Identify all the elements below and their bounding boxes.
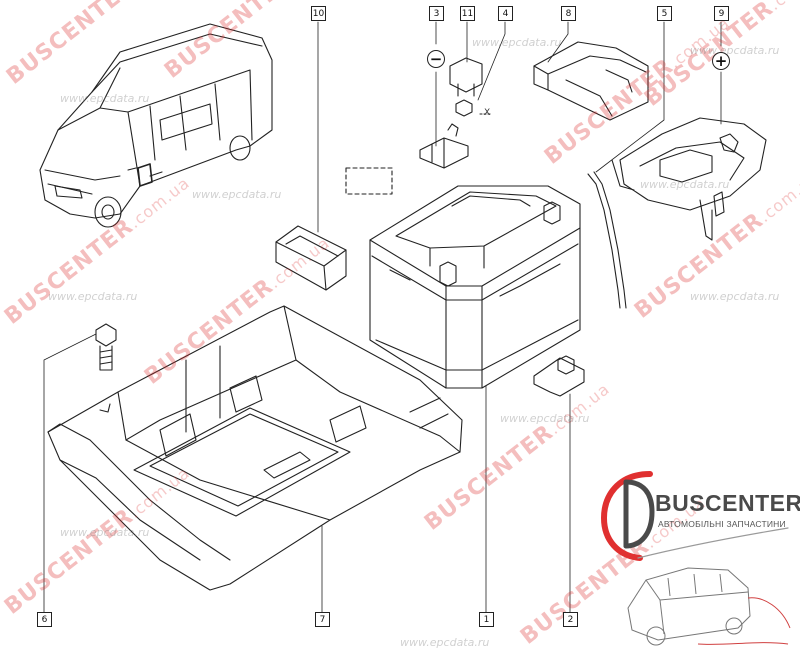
positive-sign-icon: + [712, 52, 730, 70]
positive-terminal-unit-9 [611, 117, 767, 241]
callout-2: 2 [563, 612, 578, 627]
callout-7: 7 [315, 612, 330, 627]
negative-terminal [419, 123, 469, 169]
logo-title: BUSCENTER [655, 490, 800, 516]
callout-10: 10 [311, 6, 326, 21]
callout-4: 4 [498, 6, 513, 21]
nut-4 [455, 99, 493, 117]
bolt-6 [95, 323, 117, 371]
callout-6: 6 [37, 612, 52, 627]
callout-1: 1 [479, 612, 494, 627]
battery-tray [47, 305, 463, 591]
van-illustration [39, 23, 273, 228]
logo-graphic [600, 471, 791, 646]
battery-cable-5 [587, 171, 627, 309]
battery-cover-8 [533, 41, 649, 121]
callout-3: 3 [429, 6, 444, 21]
callout-11: 11 [460, 6, 475, 21]
control-module-10 [275, 225, 347, 291]
dashed-placeholder-box [345, 167, 393, 195]
negative-sign-icon: − [427, 50, 445, 68]
logo-subtitle: АВТОМОБІЛЬНІ ЗАПЧАСТИНИ [658, 519, 786, 529]
buscenter-logo: BUSCENTER АВТОМОБІЛЬНІ ЗАПЧАСТИНИ [598, 468, 800, 656]
clamp-bracket-2 [533, 355, 585, 397]
callout-8: 8 [561, 6, 576, 21]
fuse-11 [449, 57, 483, 97]
callout-9: 9 [714, 6, 729, 21]
axis-x-label: X [484, 108, 491, 118]
callout-5: 5 [657, 6, 672, 21]
battery [369, 185, 581, 389]
leader-lines [43, 21, 722, 613]
